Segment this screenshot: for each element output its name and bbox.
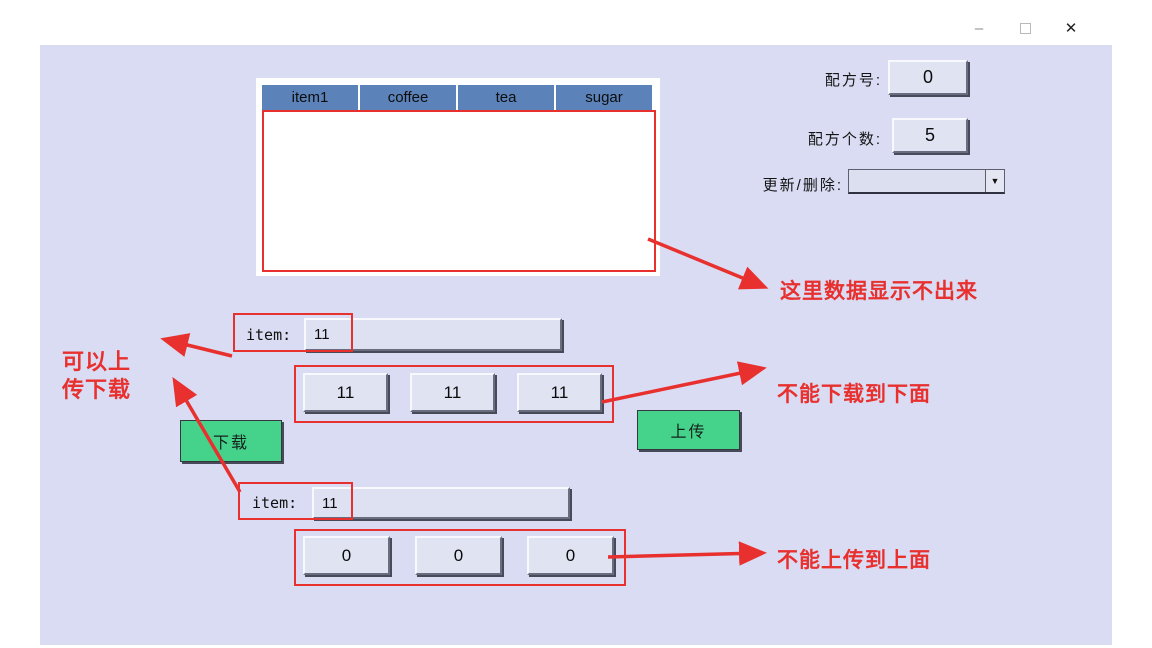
download-button[interactable]: 下载	[180, 420, 282, 462]
lower-item-input[interactable]: 11	[312, 487, 570, 519]
upload-button-label: 上传	[670, 424, 707, 441]
lower-value-3: 0	[565, 545, 576, 565]
lower-value-1: 0	[341, 545, 352, 565]
update-delete-value	[849, 170, 985, 192]
updown-note: 可以上 传下载	[62, 348, 131, 404]
combobox-dropdown-button[interactable]: ▼	[985, 170, 1004, 192]
minimize-button[interactable]: –	[968, 18, 990, 38]
updown-note-line1: 可以上	[62, 349, 132, 374]
recipe-count-label: 配方个数:	[807, 131, 882, 148]
upper-item-label: item:	[246, 326, 292, 344]
lower-item-label: item:	[252, 494, 298, 512]
upper-value-1: 11	[336, 382, 355, 402]
table-note: 这里数据显示不出来	[780, 280, 978, 303]
recipe-no-label: 配方号:	[824, 72, 882, 89]
recipe-no-field[interactable]: 0	[888, 60, 968, 95]
recipe-table: item1 coffee tea sugar	[256, 78, 660, 276]
table-header-sugar: sugar	[556, 85, 652, 110]
download-note: 不能下载到下面	[777, 383, 931, 406]
upper-value-field-3[interactable]: 11	[517, 373, 602, 412]
maximize-button[interactable]	[1014, 18, 1036, 38]
recipe-no-value: 0	[922, 67, 933, 87]
close-button[interactable]: ✕	[1060, 18, 1082, 38]
window-controls: – ✕	[968, 18, 1082, 38]
upper-item-value: 11	[314, 326, 330, 343]
lower-value-field-1[interactable]: 0	[303, 536, 390, 575]
close-icon: ✕	[1064, 20, 1078, 37]
upper-value-field-2[interactable]: 11	[410, 373, 495, 412]
upload-button[interactable]: 上传	[637, 410, 740, 450]
lower-value-2: 0	[453, 545, 464, 565]
upper-value-2: 11	[443, 382, 462, 402]
maximize-icon	[1019, 22, 1031, 34]
download-button-label: 下载	[212, 435, 249, 452]
recipe-table-header: item1 coffee tea sugar	[262, 85, 652, 110]
lower-value-field-2[interactable]: 0	[415, 536, 502, 575]
recipe-count-field[interactable]: 5	[892, 118, 968, 153]
minimize-icon: –	[974, 19, 984, 37]
updown-note-line2: 传下载	[62, 377, 132, 402]
update-delete-combobox[interactable]: ▼	[848, 169, 1005, 194]
table-header-tea: tea	[458, 85, 554, 110]
table-header-item1: item1	[262, 85, 358, 110]
recipe-table-body[interactable]	[262, 110, 656, 272]
upper-item-input[interactable]: 11	[304, 318, 562, 351]
chevron-down-icon: ▼	[990, 176, 1000, 186]
update-delete-label: 更新/删除:	[762, 177, 843, 194]
table-header-coffee: coffee	[360, 85, 456, 110]
upload-note: 不能上传到上面	[777, 549, 931, 572]
upper-value-3: 11	[550, 382, 569, 402]
lower-item-value: 11	[322, 494, 338, 512]
lower-value-field-3[interactable]: 0	[527, 536, 614, 575]
recipe-count-value: 5	[924, 125, 935, 145]
upper-value-field-1[interactable]: 11	[303, 373, 388, 412]
